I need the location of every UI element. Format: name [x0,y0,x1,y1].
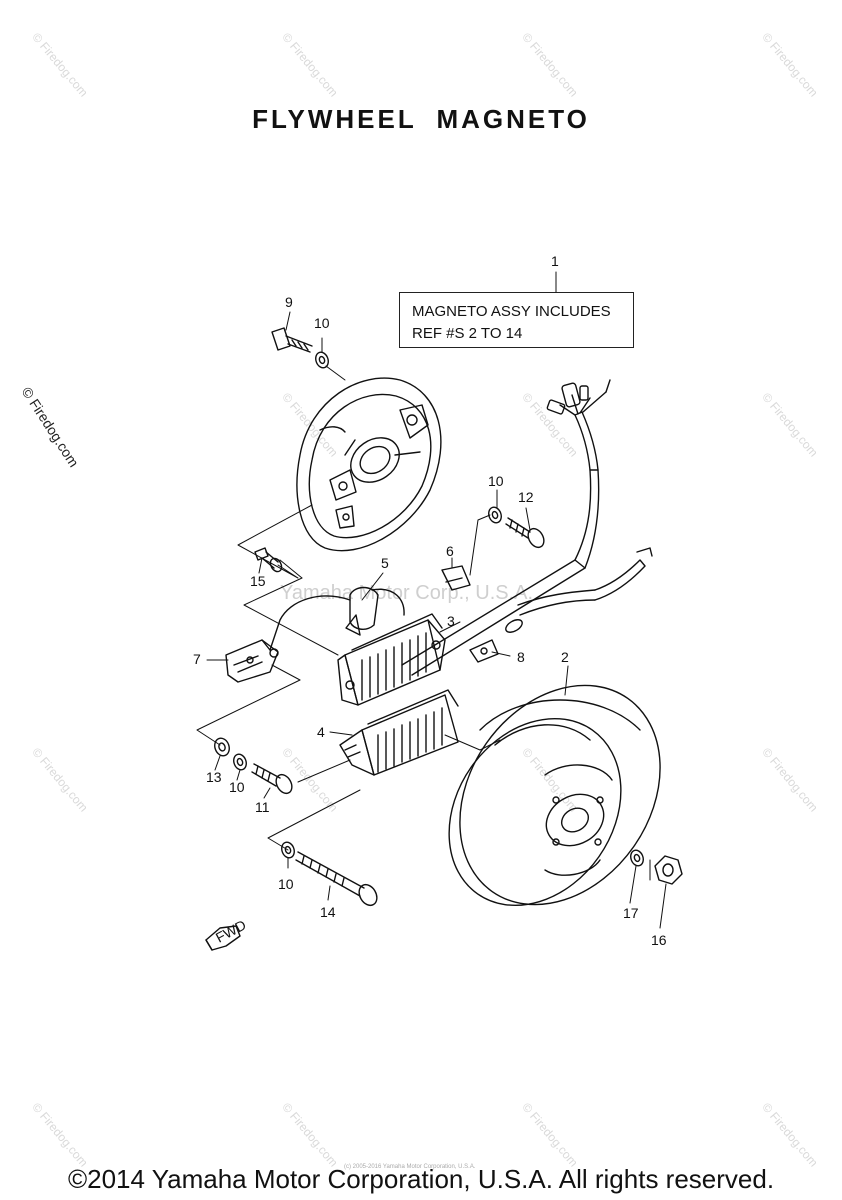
lead-wire-harness [401,379,653,676]
bolt-14 [295,851,378,907]
callout-3: 3 [447,613,455,629]
callout-5: 5 [381,555,389,571]
callout-12: 12 [518,489,534,505]
callout-8: 8 [517,649,525,665]
callout-15: 15 [250,573,266,589]
washer-10c [233,753,247,771]
callout-10c: 10 [229,779,245,795]
callout-6: 6 [446,543,454,559]
screw-12 [505,517,545,549]
washer-13 [214,737,230,757]
callout-11: 11 [255,799,270,815]
callout-14: 14 [320,904,336,920]
callout-13: 13 [206,769,222,785]
washer-10a [315,351,329,369]
assembly-lines [196,365,651,881]
magneto-assy-note: MAGNETO ASSY INCLUDES REF #S 2 TO 14 [399,292,634,348]
charge-coil [337,613,446,706]
stator-base-plate [296,377,442,552]
fwd-arrow-icon [205,925,241,951]
callout-4: 4 [317,724,325,740]
washer-10d [281,841,295,859]
flywheel-rotor [448,684,661,907]
screw-11 [251,763,293,795]
small-copyright: (c) 2005-2016 Yamaha Motor Corporation, … [344,1164,476,1170]
lighting-coil [339,689,459,776]
leader-lines [206,271,667,929]
callout-2: 2 [561,649,569,665]
callout-1: 1 [551,253,559,269]
clip-8 [469,639,499,663]
pulser-coil [269,586,405,651]
note-line-2: REF #S 2 TO 14 [412,325,523,342]
washer-17 [630,849,644,867]
callout-10a: 10 [314,315,330,331]
bolt-9 [271,327,313,353]
callout-7: 7 [193,651,201,667]
diagram-title: FLYWHEEL MAGNETO [252,104,590,134]
callout-9: 9 [285,294,293,310]
footer-copyright: ©2014 Yamaha Motor Corporation, U.S.A. A… [67,1164,775,1194]
note-line-1: MAGNETO ASSY INCLUDES [412,303,611,320]
callout-10b: 10 [488,473,504,489]
wire-clamp [441,565,471,591]
callout-10d: 10 [278,876,294,892]
callout-16: 16 [651,932,667,948]
pulser-bracket [225,639,279,683]
nut-16 [654,855,683,885]
washer-10b [488,506,502,524]
callout-17: 17 [623,905,639,921]
fwd-label: FWD [213,917,249,946]
